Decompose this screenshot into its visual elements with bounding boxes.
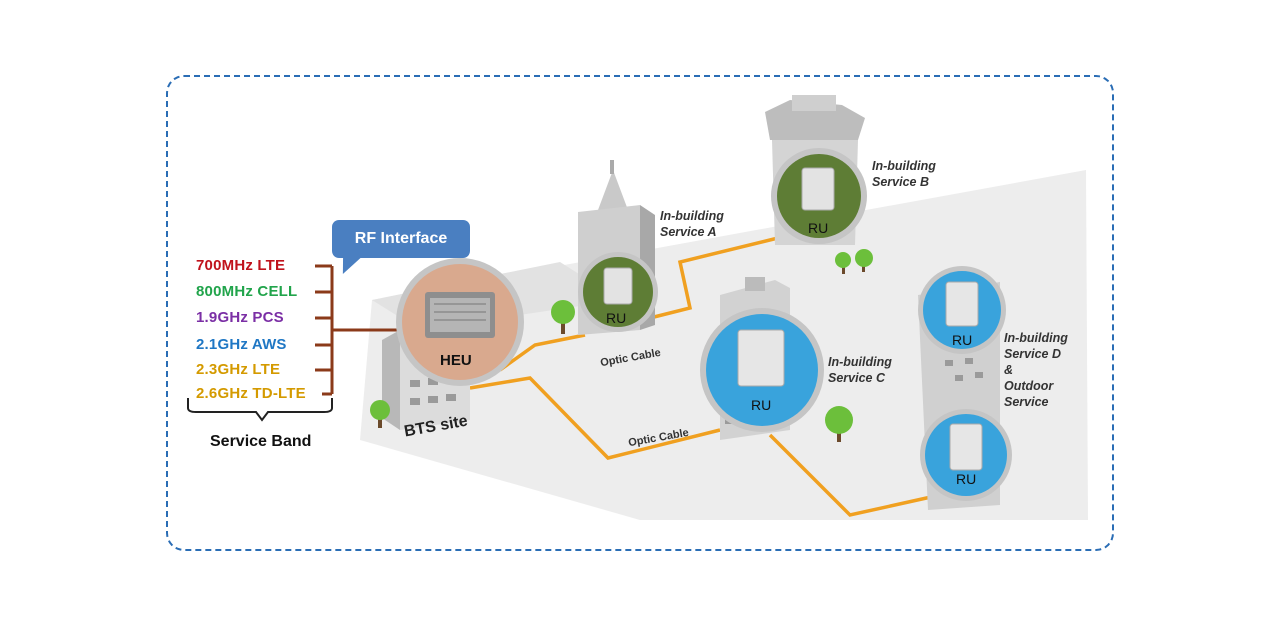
- heu-node: [396, 258, 524, 386]
- band-2300-lte: 2.3GHz LTE: [196, 361, 281, 378]
- rf-interface-callout: RF Interface: [332, 220, 470, 258]
- band-wires: [315, 264, 400, 396]
- ru-label-d-bottom: RU: [956, 471, 977, 487]
- diagram-frame: [166, 75, 1114, 551]
- ru-label-a: RU: [606, 310, 627, 326]
- ru-label-b: RU: [808, 220, 829, 236]
- ru-node-a: [578, 252, 658, 332]
- trees: [370, 249, 873, 442]
- ru-node-c: [700, 308, 824, 432]
- ru-node-d-top: [918, 266, 1006, 354]
- ru-node-d-bottom: [920, 409, 1012, 501]
- ru-node-b: [771, 148, 867, 244]
- ru-label-d-top: RU: [952, 332, 973, 348]
- heu-label: HEU: [440, 352, 472, 369]
- band-2600-td-lte: 2.6GHz TD-LTE: [196, 385, 306, 402]
- band-700-lte: 700MHz LTE: [196, 257, 286, 274]
- band-800-cell: 800MHz CELL: [196, 283, 298, 300]
- service-band-label: Service Band: [210, 433, 312, 450]
- band-2100-aws: 2.1GHz AWS: [196, 336, 287, 353]
- service-band-brace: [187, 398, 333, 422]
- ru-label-c: RU: [751, 397, 772, 413]
- band-1900-pcs: 1.9GHz PCS: [196, 309, 284, 326]
- optic-cables: [469, 235, 941, 517]
